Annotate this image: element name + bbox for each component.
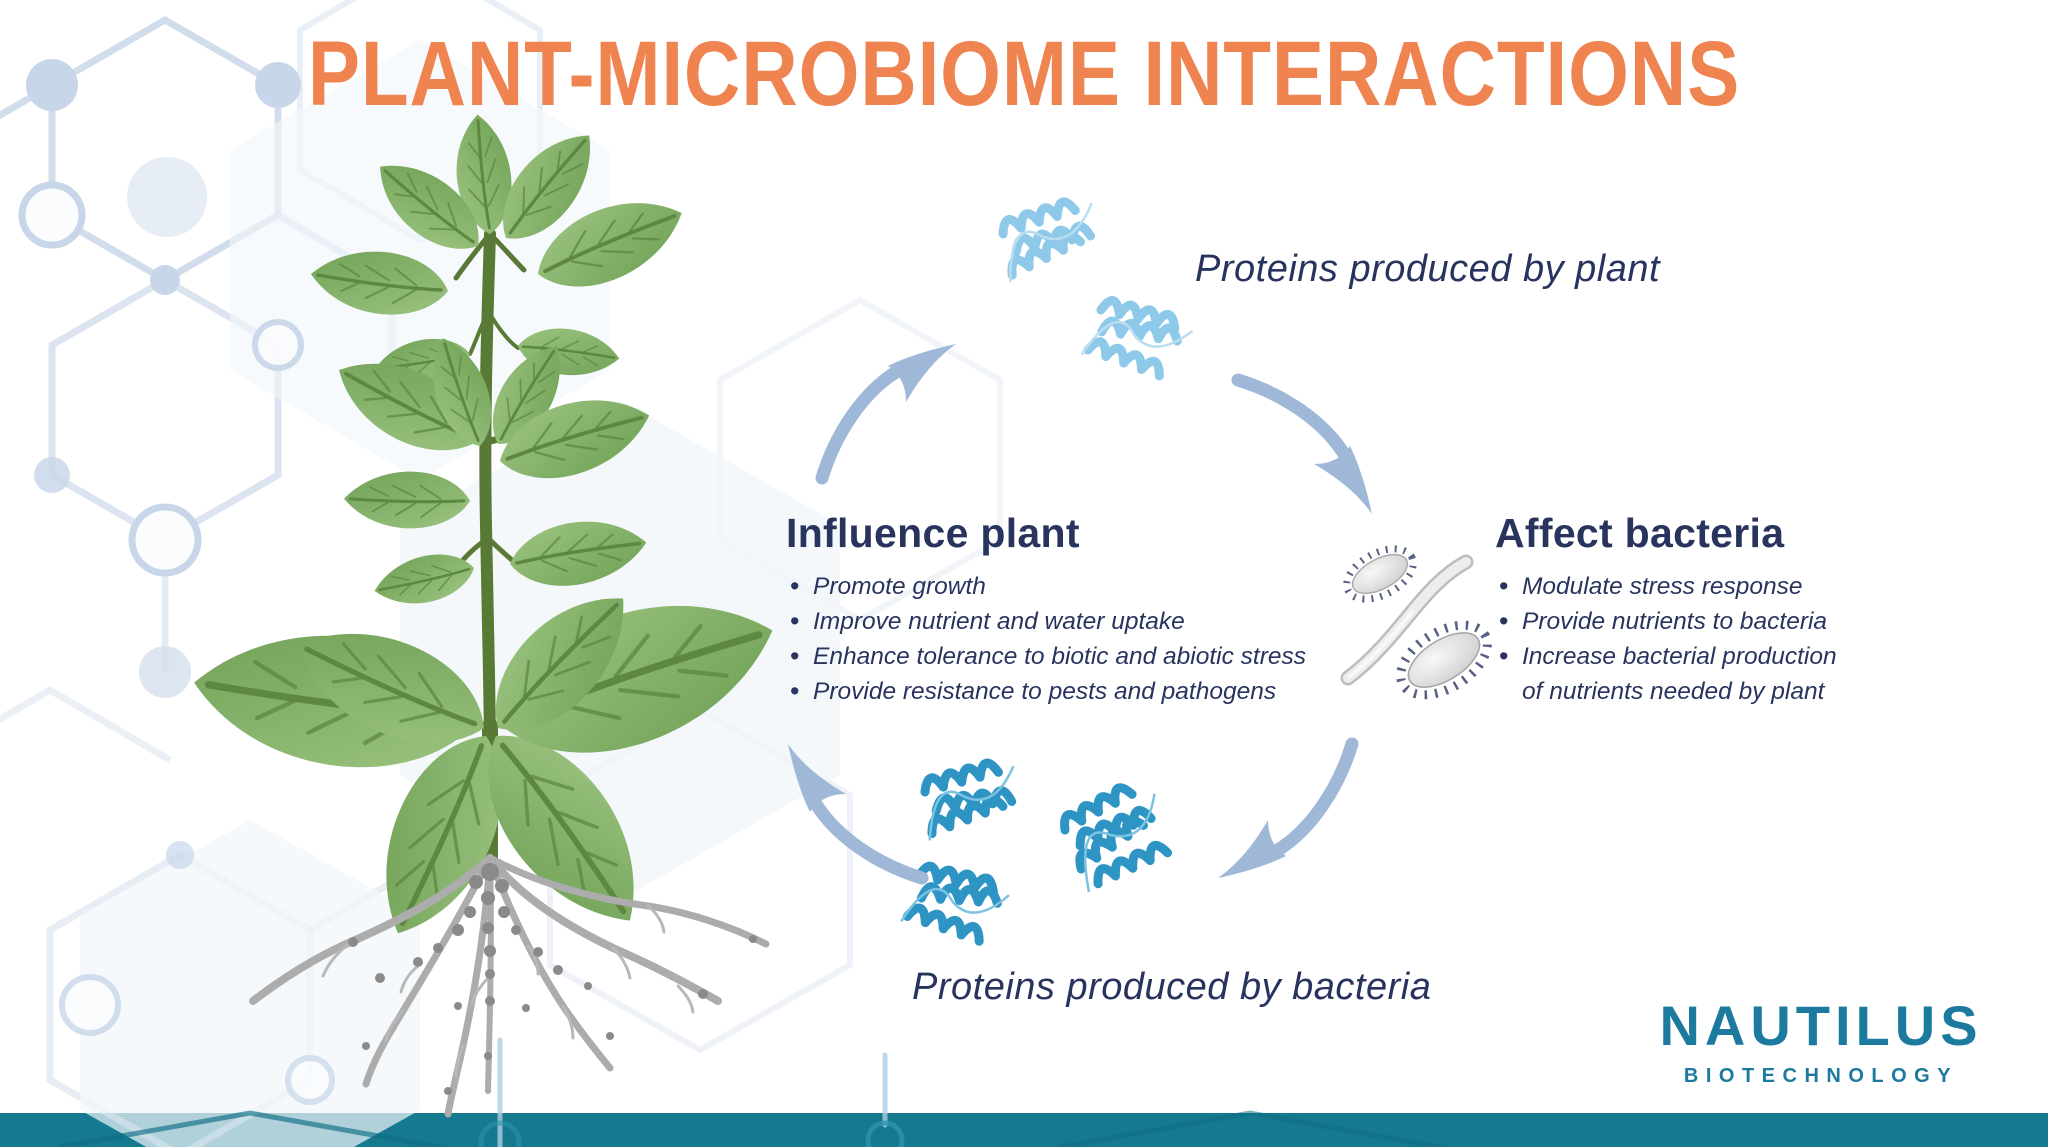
cycle-arrow-down-right-icon [1231, 373, 1372, 514]
bullet-item: Increase bacterial production of nutrien… [1495, 639, 1935, 709]
cycle-arrow-up-left-icon [788, 744, 929, 885]
influence-plant-section: Influence plant Promote growth Improve n… [786, 510, 1386, 709]
proteins-produced-by-plant-label: Proteins produced by plant [1195, 248, 1661, 290]
influence-plant-bullet-list: Promote growth Improve nutrient and wate… [786, 569, 1386, 709]
logo-subtitle: BIOTECHNOLOGY [1683, 1065, 1959, 1087]
logo-wordmark: NAUTILUS [1659, 994, 1983, 1057]
affect-bacteria-section: Affect bacteria Modulate stress response… [1495, 510, 1935, 709]
bullet-item: Promote growth [786, 569, 1386, 604]
page-title: PLANT-MICROBIOME INTERACTIONS [307, 23, 1741, 125]
bullet-item: Enhance tolerance to biotic and abiotic … [786, 639, 1386, 674]
proteins-produced-by-bacteria-label: Proteins produced by bacteria [912, 966, 1432, 1008]
cycle-arrow-down-left-icon [1218, 737, 1359, 878]
bacteria-proteins-illustration [900, 752, 1193, 977]
plant-illustration [118, 110, 818, 1118]
nautilus-logo: NAUTILUS BIOTECHNOLOGY [1645, 993, 1997, 1088]
affect-bacteria-bullet-list: Modulate stress response Provide nutrien… [1495, 569, 1935, 709]
root-system [249, 854, 770, 1118]
cycle-arrow-up-right-icon [815, 344, 956, 485]
influence-plant-heading: Influence plant [786, 510, 1080, 556]
affect-bacteria-heading: Affect bacteria [1495, 510, 1785, 556]
bullet-item: Modulate stress response [1495, 569, 1935, 604]
bullet-item: Provide nutrients to bacteria [1495, 604, 1935, 639]
plant-proteins-illustration [985, 190, 1194, 400]
bullet-item: Provide resistance to pests and pathogen… [786, 674, 1386, 709]
bullet-item: Improve nutrient and water uptake [786, 604, 1386, 639]
